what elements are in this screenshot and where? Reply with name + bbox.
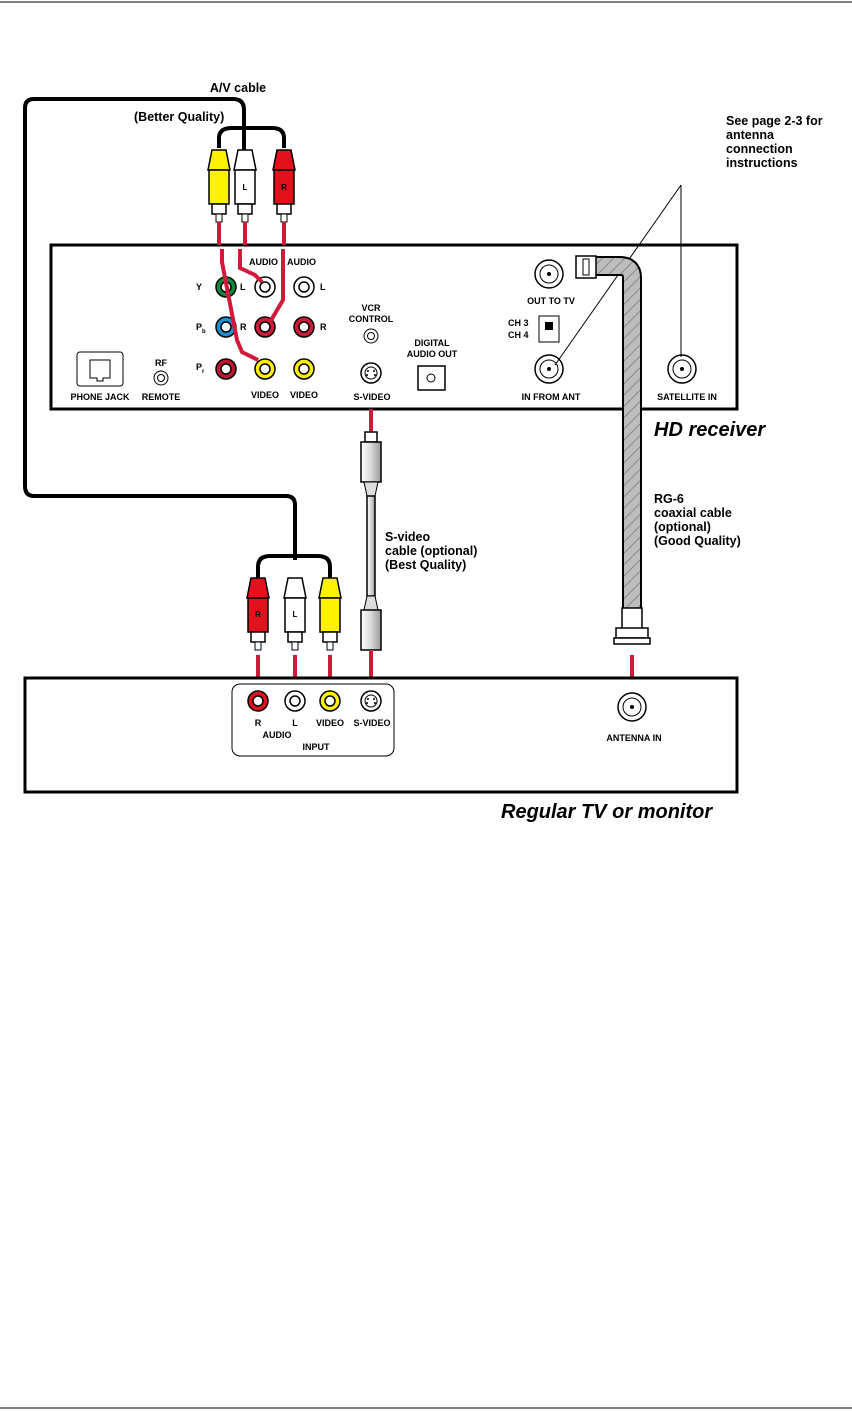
- coax-line2: coaxial cable: [654, 506, 732, 520]
- in-from-ant-label: IN FROM ANT: [522, 392, 581, 402]
- rf-remote-port: [153, 370, 169, 386]
- tv-audio-label: AUDIO: [263, 730, 292, 740]
- audio2-label: AUDIO: [287, 257, 316, 267]
- svideo-cable: [360, 431, 382, 651]
- av-cable-wire: [23, 97, 297, 560]
- tv-antenna-in-port: [617, 692, 647, 722]
- tv-video-jack: [319, 690, 341, 712]
- video1-jack: [254, 358, 276, 380]
- r1-label: R: [240, 322, 247, 332]
- l2-label: L: [320, 282, 326, 292]
- coax-line3: (optional): [654, 520, 711, 534]
- av-cable-wire-top: [232, 97, 246, 150]
- antenna-note-line2: antenna: [726, 128, 775, 142]
- video2-label: VIDEO: [290, 390, 318, 400]
- svideo-port: [360, 362, 382, 384]
- satellite-in-label: SATELLITE IN: [657, 392, 717, 402]
- av-cable-split-top: [217, 126, 286, 148]
- antenna-note-line3: connection: [726, 142, 793, 156]
- audio2-r-jack: [293, 316, 315, 338]
- digital-label: DIGITAL: [414, 338, 450, 348]
- bottom-plug-white: L: [283, 577, 307, 651]
- regular-tv-title: Regular TV or monitor: [501, 801, 713, 823]
- bottom-red-leads: [256, 655, 332, 680]
- av-cable-label: A/V cable: [210, 81, 266, 95]
- top-plug-r-label: R: [281, 183, 287, 192]
- tv-svideo-port: [360, 690, 382, 712]
- l1-label: L: [240, 282, 246, 292]
- svideo-caption-line1: S-video: [385, 530, 431, 544]
- top-plug-red: R: [272, 149, 296, 223]
- audio-out-label: AUDIO OUT: [407, 349, 458, 359]
- top-plug-white: L: [233, 149, 257, 223]
- tv-input-label: INPUT: [303, 742, 331, 752]
- bottom-plug-yellow: [318, 577, 342, 651]
- r2-label: R: [320, 322, 327, 332]
- pb-label: P: [196, 322, 202, 332]
- control-label: CONTROL: [349, 314, 394, 324]
- svideo-label: S-VIDEO: [353, 392, 390, 402]
- svideo-caption-line2: cable (optional): [385, 544, 477, 558]
- better-quality-label: (Better Quality): [134, 110, 224, 124]
- tv-video-label: VIDEO: [316, 718, 344, 728]
- coax-cable: [575, 255, 651, 645]
- coax-line4: (Good Quality): [654, 534, 741, 548]
- video2-jack: [293, 358, 315, 380]
- svideo-caption-line3: (Best Quality): [385, 558, 466, 572]
- ch3-label: CH 3: [508, 318, 529, 328]
- vcr-label: VCR: [361, 303, 381, 313]
- audio2-l-jack: [293, 276, 315, 298]
- in-from-ant-port: [534, 354, 564, 384]
- pr-jack: [215, 358, 237, 380]
- channel-switch[interactable]: [538, 315, 560, 343]
- coax-line1: RG-6: [654, 492, 684, 506]
- pb-subscript: b: [202, 329, 206, 335]
- av-cable-split-bottom: [256, 554, 332, 578]
- remote-label: REMOTE: [142, 392, 181, 402]
- hd-receiver-title: HD receiver: [654, 419, 766, 441]
- bottom-plug-r-label: R: [255, 610, 261, 619]
- top-red-leads: [217, 222, 286, 362]
- y-label: Y: [196, 282, 202, 292]
- digital-audio-port: [417, 365, 446, 391]
- audio1-label: AUDIO: [249, 257, 278, 267]
- pr-label: P: [196, 362, 202, 372]
- phone-jack-port: [76, 351, 124, 387]
- tv-antenna-in-label: ANTENNA IN: [606, 733, 661, 743]
- tv-input-group: [231, 683, 395, 757]
- tv-audio-l-jack: [284, 690, 306, 712]
- tv-audio-r-jack: [247, 690, 269, 712]
- tv-l-label: L: [292, 718, 298, 728]
- top-plug-l-label: L: [243, 183, 248, 192]
- ch4-label: CH 4: [508, 330, 529, 340]
- out-to-tv-label: OUT TO TV: [527, 296, 575, 306]
- phone-jack-label: PHONE JACK: [70, 392, 130, 402]
- pr-subscript: r: [202, 369, 205, 375]
- satellite-in-port: [667, 354, 697, 384]
- rf-label: RF: [155, 358, 167, 368]
- tv-r-label: R: [255, 718, 262, 728]
- vcr-control-port: [363, 328, 379, 344]
- out-to-tv-port: [534, 259, 564, 289]
- antenna-note-line1: See page 2-3 for: [726, 114, 823, 128]
- bottom-plug-l-label: L: [293, 610, 298, 619]
- tv-svideo-label: S-VIDEO: [353, 718, 390, 728]
- top-plug-yellow: [207, 149, 231, 223]
- antenna-note-line4: instructions: [726, 156, 798, 170]
- video1-label: VIDEO: [251, 390, 279, 400]
- bottom-plug-red: R: [246, 577, 270, 651]
